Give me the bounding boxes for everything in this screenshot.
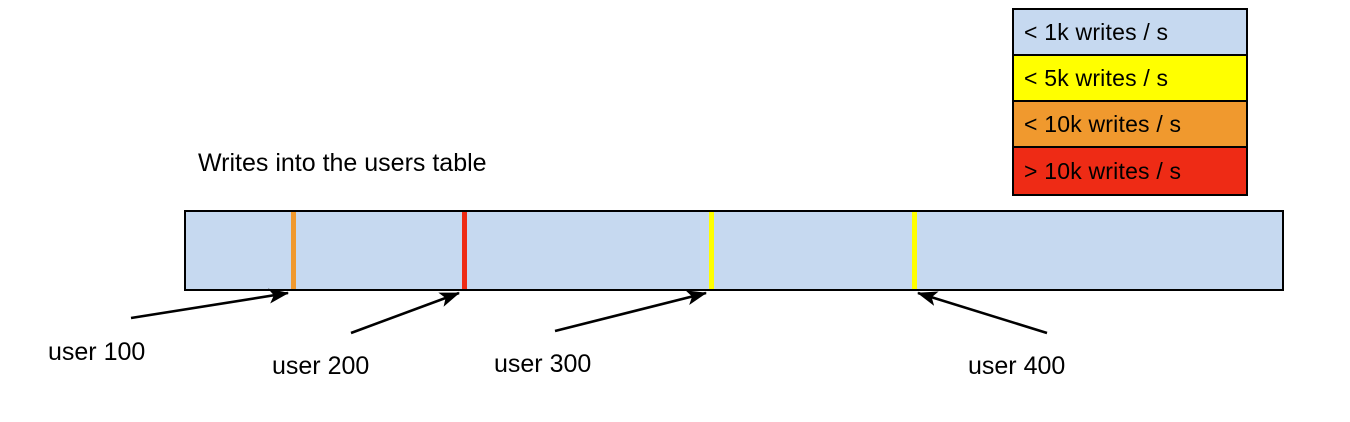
chart-title: Writes into the users table	[198, 149, 487, 177]
arrow-user-100	[130, 288, 290, 320]
legend-item-label: < 5k writes / s	[1024, 64, 1169, 91]
bar-marker-user-200	[462, 212, 467, 289]
legend-item-label: < 10k writes / s	[1024, 110, 1182, 137]
arrow-user-200	[350, 291, 460, 335]
legend-item-under-5k: < 5k writes / s	[1014, 56, 1246, 102]
bar-background-segment	[186, 212, 1282, 289]
user-label-400: user 400	[968, 352, 1066, 380]
writes-bar	[184, 210, 1284, 291]
bar-marker-user-100	[291, 212, 296, 289]
user-label-100: user 100	[48, 338, 146, 366]
arrow-user-400	[917, 291, 1048, 335]
bar-marker-user-400	[912, 212, 917, 289]
legend-item-label: < 1k writes / s	[1024, 18, 1169, 45]
arrow-user-300	[554, 290, 708, 333]
bar-marker-user-300	[709, 212, 714, 289]
legend-item-under-1k: < 1k writes / s	[1014, 10, 1246, 56]
legend-item-over-10k: > 10k writes / s	[1014, 148, 1246, 194]
legend: < 1k writes / s < 5k writes / s < 10k wr…	[1012, 8, 1248, 196]
legend-item-under-10k: < 10k writes / s	[1014, 102, 1246, 148]
user-label-300: user 300	[494, 350, 592, 378]
user-label-200: user 200	[272, 352, 370, 380]
legend-item-label: > 10k writes / s	[1024, 157, 1182, 184]
